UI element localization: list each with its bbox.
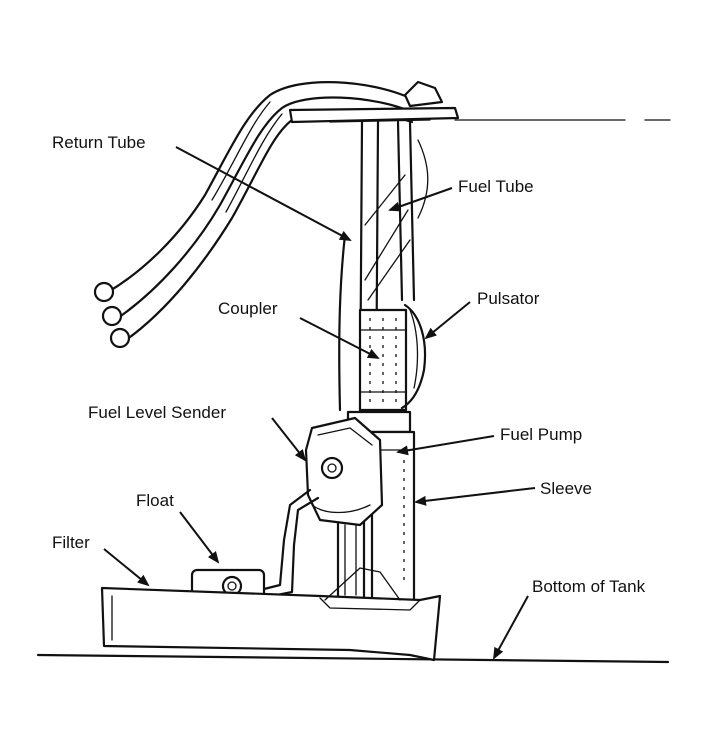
mounting-flange — [288, 80, 460, 124]
label-bottom-of-tank: Bottom of Tank — [532, 577, 646, 596]
leader-filter — [103, 548, 150, 587]
leader-bottom-of-tank — [493, 595, 529, 660]
pulsator — [400, 303, 427, 410]
leader-coupler — [299, 317, 380, 359]
return-tube-bundle — [93, 81, 414, 349]
tank-bottom-line — [36, 653, 670, 664]
label-float: Float — [136, 491, 174, 510]
coupler — [358, 308, 408, 412]
leader-fuel-tube — [388, 187, 453, 212]
leader-fuel-pump — [396, 435, 495, 456]
leader-return-tube — [175, 146, 352, 241]
label-fuel-pump: Fuel Pump — [500, 425, 582, 444]
filter — [100, 567, 442, 662]
leader-float — [179, 511, 220, 564]
label-fuel-level-sender: Fuel Level Sender — [88, 403, 226, 422]
fuel-level-sender — [304, 416, 384, 527]
label-fuel-tube: Fuel Tube — [458, 177, 534, 196]
leader-pulsator — [424, 301, 471, 340]
leader-fuel-level-sender — [271, 417, 307, 462]
label-return-tube: Return Tube — [52, 133, 146, 152]
return-tube-vertical — [338, 233, 347, 412]
label-sleeve: Sleeve — [540, 479, 592, 498]
leader-sleeve — [414, 487, 536, 506]
label-coupler: Coupler — [218, 299, 278, 318]
float-arm — [258, 488, 320, 600]
label-pulsator: Pulsator — [477, 289, 540, 308]
label-filter: Filter — [52, 533, 90, 552]
